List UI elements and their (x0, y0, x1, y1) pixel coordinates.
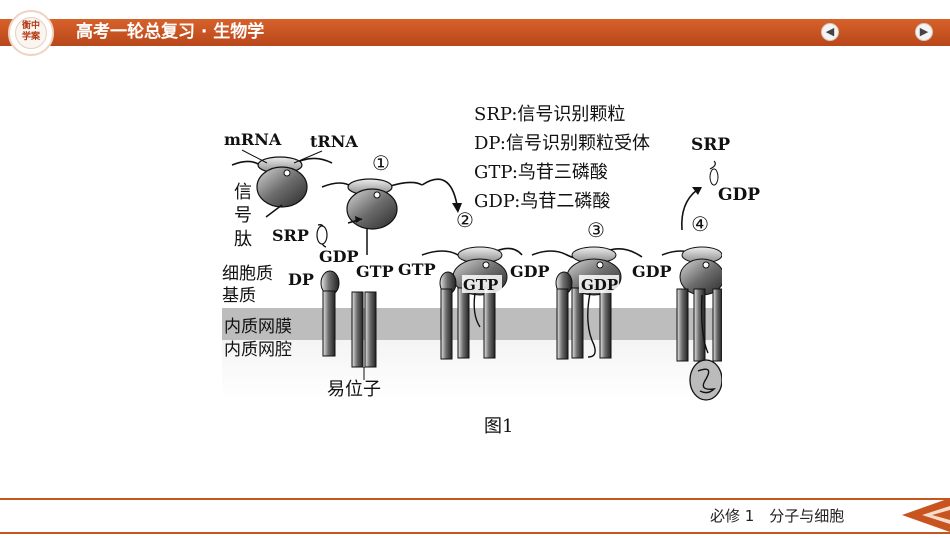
svg-text:肽: 肽 (234, 229, 252, 250)
step-2-complex (421, 246, 523, 360)
srp-released-label: SRP (691, 135, 731, 155)
free-ribosome (231, 149, 333, 218)
er-membrane-label: 内质网膜 (224, 317, 292, 337)
footer-label: 必修 1 分子与细胞 (710, 507, 845, 525)
er-lumen-label: 内质网腔 (224, 340, 292, 360)
svg-text:号: 号 (234, 205, 252, 226)
srp-particle (316, 224, 328, 248)
logo: 衡中 学案 (8, 10, 54, 56)
left-arrow-icon: ◀ (825, 25, 835, 38)
translocon-1 (351, 291, 377, 380)
step-4-complex (661, 246, 722, 401)
trna-label: tRNA (310, 132, 358, 151)
figure-caption: 图1 (484, 416, 514, 437)
logo-line-2: 学案 (21, 32, 40, 42)
step-1-ribosome (321, 178, 423, 255)
gdp-label-4: GDP (632, 262, 672, 281)
step-1-label: ① (372, 151, 390, 175)
srp-diagram: SRP:信号识别颗粒 DP:信号识别颗粒受体 GTP:鸟苷三磷酸 GDP:鸟苷二… (222, 95, 722, 440)
translocon-label: 易位子 (327, 379, 381, 400)
chevron-left-icon (902, 498, 950, 532)
step-4-label: ④ (691, 212, 709, 236)
gdp-released-label: GDP (718, 185, 761, 205)
cytoplasmic-matrix-label: 细胞质 基质 (222, 264, 273, 306)
gtp-label-1: GTP (356, 262, 394, 281)
signal-peptide-label: 信 号 肽 (234, 182, 252, 250)
legend-gtp: GTP:鸟苷三磷酸 (474, 162, 608, 183)
step-3-complex (531, 246, 643, 360)
gtp-label-2: GTP (398, 260, 436, 279)
legend-dp: DP:信号识别颗粒受体 (474, 133, 650, 154)
svg-text:信: 信 (234, 182, 252, 203)
arrow-1-to-2 (421, 178, 458, 206)
gdp-label-1: GDP (319, 247, 359, 266)
logo-line-1: 衡中 (21, 21, 40, 31)
mrna-label: mRNA (224, 130, 282, 149)
footer-chevron-button[interactable] (896, 496, 950, 534)
er-lumen-region (222, 340, 722, 400)
right-arrow-icon: ▶ (919, 25, 929, 38)
svg-text:基质: 基质 (222, 286, 256, 306)
step-2-label: ② (456, 208, 474, 232)
srp-label: SRP (272, 226, 309, 245)
footer-line-bottom (0, 532, 950, 534)
header-title: 高考一轮总复习 · 生物学 (76, 22, 265, 42)
legend-gdp: GDP:鸟苷二磷酸 (474, 191, 610, 212)
srp-released (709, 160, 719, 186)
gtp-label-3: GTP (463, 276, 498, 294)
footer-line-top (0, 498, 950, 500)
dp-label: DP (288, 270, 314, 289)
gdp-label-2: GDP (510, 262, 550, 281)
gdp-label-3: GDP (581, 276, 618, 294)
prev-page-button[interactable]: ◀ (821, 23, 839, 41)
er-membrane-band (222, 308, 722, 340)
legend-srp: SRP:信号识别颗粒 (474, 104, 625, 125)
arrow-srp-release (680, 189, 698, 231)
header-bar: 高考一轮总复习 · 生物学 ◀ ▶ (0, 19, 950, 46)
step-3-label: ③ (587, 218, 605, 242)
next-page-button[interactable]: ▶ (915, 23, 933, 41)
svg-text:细胞质: 细胞质 (222, 264, 273, 284)
